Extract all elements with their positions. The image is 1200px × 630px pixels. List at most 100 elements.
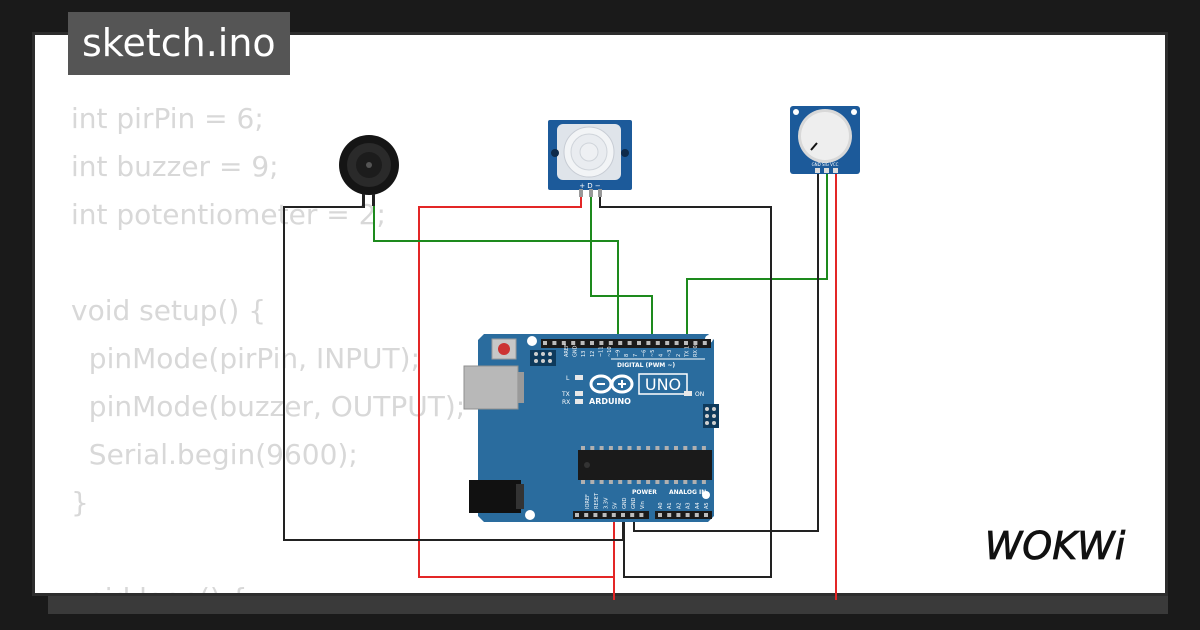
digital-pin[interactable] xyxy=(552,341,557,345)
digital-pin[interactable] xyxy=(543,341,547,345)
chip-pin xyxy=(618,480,623,484)
power-pin-label: 5V xyxy=(613,502,619,509)
digital-pwm-label: DIGITAL (PWM ~) xyxy=(617,362,675,369)
analog-pin-label: A0 xyxy=(658,502,664,509)
icsp-header xyxy=(530,350,556,366)
chip-pin xyxy=(599,480,604,484)
digital-pin[interactable] xyxy=(580,341,585,345)
chip-pin xyxy=(627,446,632,450)
top-pin-label: GND xyxy=(573,345,579,357)
digital-pin[interactable] xyxy=(684,341,688,345)
led-label-tx: TX xyxy=(561,391,570,398)
code-line: Serial.begin(9600); xyxy=(71,438,358,471)
chip-pin xyxy=(636,446,641,450)
top-pin-label: ~9 xyxy=(616,350,622,357)
analog-section-label: ANALOG IN xyxy=(669,489,706,496)
chip-pin xyxy=(618,446,623,450)
wokwi-wordmark: WOKWi xyxy=(985,524,1126,568)
potentiometer-knob-indicator[interactable] xyxy=(810,142,818,151)
top-pin-label: 12 xyxy=(590,351,596,357)
wire-black-pot-gnd[interactable] xyxy=(633,170,819,532)
buzzer[interactable] xyxy=(339,135,399,206)
digital-pin[interactable] xyxy=(608,341,613,345)
power-pin[interactable] xyxy=(575,513,579,517)
chip-pin xyxy=(590,446,595,450)
wire-green-pot-signal[interactable] xyxy=(686,170,828,340)
top-pin-label: 2 xyxy=(676,354,682,357)
power-pin[interactable] xyxy=(639,513,644,517)
potentiometer[interactable]: GND SIG VCC xyxy=(790,106,860,174)
project-card[interactable]: int pirPin = 6; int buzzer = 9; int pote… xyxy=(32,32,1168,596)
top-pin-label: ~3 xyxy=(667,350,673,357)
wire-black-pir-gnd[interactable] xyxy=(599,193,772,578)
wire-green-buzzer[interactable] xyxy=(373,180,619,340)
pir-sensor[interactable]: + D − xyxy=(548,120,632,197)
chip-pin xyxy=(581,480,585,484)
top-pin-label: ~5 xyxy=(650,350,656,357)
code-line: pinMode(pirPin, INPUT); xyxy=(71,342,421,375)
analog-pin-label: A4 xyxy=(695,502,701,509)
digital-pin[interactable] xyxy=(702,341,707,345)
wire-red-pir-vcc[interactable] xyxy=(418,193,615,578)
icsp-header-2 xyxy=(703,404,719,428)
digital-pin[interactable] xyxy=(618,341,623,345)
power-pin[interactable] xyxy=(611,513,616,517)
analog-pin[interactable] xyxy=(658,513,662,517)
digital-pin[interactable] xyxy=(655,341,660,345)
chip-pin xyxy=(646,446,651,450)
analog-pin[interactable] xyxy=(685,513,690,517)
power-pin[interactable] xyxy=(630,513,635,517)
chip-pin xyxy=(646,480,651,484)
analog-pin[interactable] xyxy=(704,513,708,517)
power-pin[interactable] xyxy=(621,513,625,517)
analog-header[interactable] xyxy=(655,511,712,519)
chip-pin xyxy=(664,480,669,484)
power-pin[interactable] xyxy=(584,513,589,517)
digital-pin[interactable] xyxy=(627,341,632,345)
digital-pin[interactable] xyxy=(590,341,594,345)
chip-pin xyxy=(674,480,678,484)
digital-pin[interactable] xyxy=(571,341,576,345)
file-tab[interactable]: sketch.ino xyxy=(68,12,290,75)
power-header[interactable] xyxy=(573,511,649,519)
arduino-logo xyxy=(589,374,634,394)
microcontroller-chip xyxy=(578,446,712,484)
pir-pin-labels: + D − xyxy=(579,182,601,190)
power-pin-label: RESET xyxy=(594,492,600,509)
analog-pin-label: A3 xyxy=(686,502,692,509)
digital-header[interactable] xyxy=(541,339,711,348)
analog-pin[interactable] xyxy=(694,513,699,517)
power-pin-label: 3.3V xyxy=(603,497,609,509)
digital-pin[interactable] xyxy=(599,341,604,345)
led-rx xyxy=(575,399,583,404)
analog-pin-label: A1 xyxy=(667,502,673,509)
wire-green-pir-signal[interactable] xyxy=(590,193,653,340)
digital-pin[interactable] xyxy=(665,341,670,345)
digital-pin[interactable] xyxy=(561,341,566,345)
analog-pin[interactable] xyxy=(676,513,681,517)
digital-pin[interactable] xyxy=(674,341,679,345)
board-brand-label: ARDUINO xyxy=(589,397,631,406)
power-pin-label: Vin xyxy=(640,501,646,509)
top-pin-label: ~10 xyxy=(607,346,613,357)
top-pin-label: 8 xyxy=(624,354,630,357)
chip-pin xyxy=(655,480,660,484)
chip-pin xyxy=(636,480,641,484)
power-pin[interactable] xyxy=(593,513,598,517)
digital-pin[interactable] xyxy=(637,341,641,345)
power-section-label: POWER xyxy=(632,489,657,496)
usb-port xyxy=(463,365,519,410)
analog-pin[interactable] xyxy=(667,513,672,517)
chip-pin xyxy=(692,446,697,450)
chip-pin xyxy=(590,480,595,484)
led-l xyxy=(575,375,583,380)
led-label-on: ON xyxy=(695,391,704,398)
power-pin[interactable] xyxy=(602,513,607,517)
chip-pin xyxy=(599,446,604,450)
code-line: void loop() { xyxy=(71,582,248,593)
digital-pin[interactable] xyxy=(693,341,698,345)
digital-pin[interactable] xyxy=(646,341,651,345)
code-line: int pirPin = 6; xyxy=(71,102,264,135)
code-line: int buzzer = 9; xyxy=(71,150,279,183)
